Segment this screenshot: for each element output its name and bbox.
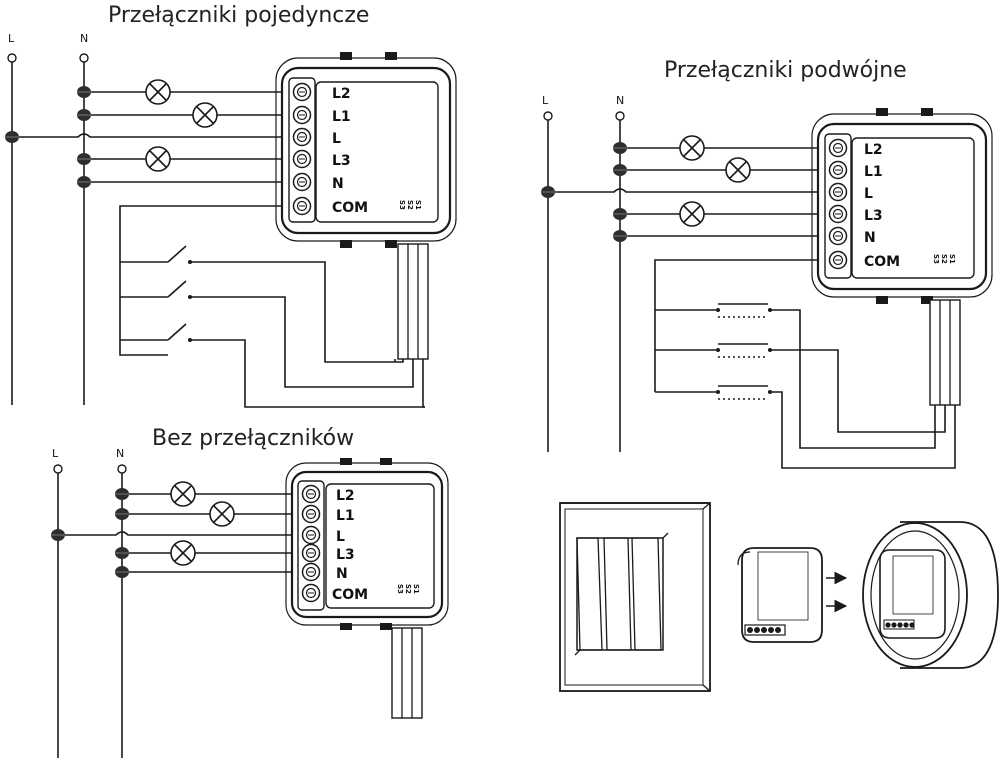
wall-box-illustration [862,521,999,669]
rail-label-n: N [80,32,88,45]
diagram-single-switches: Przełączniki pojedyncze L N [4,3,457,408]
junction-dot [612,163,628,177]
bulb-icon [725,157,751,183]
switch-contact [120,323,425,408]
junction-dot [4,130,20,144]
rail-label-n: N [116,447,124,460]
bulb-icon [679,135,705,161]
wall-switch-illustration [559,502,711,692]
switch-input-label: S2 [404,584,412,594]
rail-terminal-l [53,464,63,474]
rail-label-l: L [52,447,59,460]
terminal-label: L2 [864,142,883,158]
switch-input-label: S3 [396,584,404,594]
bulb-icon [679,201,705,227]
installation-illustration [559,502,999,692]
junction-dot [114,565,130,579]
rail-terminal-n [615,111,625,121]
switch-input-label: S1 [948,254,956,264]
bulb-icon [209,501,235,527]
terminal-label: COM [332,200,368,216]
terminal-label: COM [864,254,900,270]
rail-label-l: L [8,32,15,45]
junction-dot [50,528,66,542]
rail-label-n: N [616,94,624,107]
junction-dot [612,229,628,243]
diagram-title-single: Przełączniki pojedyncze [108,3,369,28]
relay-module: L2 L1 L L3 N COM S3 S2 S1 [285,458,449,719]
bulb-icon [145,146,171,172]
terminal-label: L3 [864,208,883,224]
bulb-icon [145,79,171,105]
junction-dot [114,546,130,560]
switch-input-label: S3 [398,200,406,210]
bulb-icon [170,540,196,566]
terminal-label: L3 [336,547,355,563]
diagram-title-double: Przełączniki podwójne [664,58,907,83]
junction-dot [76,108,92,122]
switch-input-label: S1 [412,584,420,594]
switch-input-label: S3 [932,254,940,264]
rail-terminal-n [79,53,89,63]
terminal-label: L1 [864,164,883,180]
junction-dot [76,85,92,99]
terminal-label: L3 [332,153,351,169]
junction-dot [76,175,92,189]
switch-contact [655,385,956,469]
rail-label-l: L [542,94,549,107]
terminal-label: L1 [336,508,355,524]
switch-contact [655,343,946,433]
junction-dot [612,141,628,155]
switch-input-label: S2 [406,200,414,210]
switch-input-label: S1 [414,200,422,210]
junction-dot [76,152,92,166]
terminal-label: N [864,230,876,246]
relay-module-illustration [737,547,823,643]
rail-terminal-n [117,464,127,474]
junction-dot [540,185,556,199]
terminal-label: L [864,186,873,202]
junction-dot [114,487,130,501]
junction-dot [612,207,628,221]
terminal-label: L1 [332,109,351,125]
rail-terminal-l [7,53,17,63]
diagram-no-switches: Bez przełączników L N [50,426,449,758]
relay-module: L2 L1 L L3 N COM S3 S2 S1 [811,108,993,406]
terminal-label: N [332,176,344,192]
bulb-icon [192,102,218,128]
rail-terminal-l [543,111,553,121]
junction-dot [114,507,130,521]
terminal-label: COM [332,587,368,603]
terminal-label: L [332,131,341,147]
diagram-title-none: Bez przełączników [152,426,354,451]
terminal-label: L [336,529,345,545]
relay-module: L2 L1 L L3 N COM S3 S2 S1 [275,52,457,408]
terminal-label: N [336,566,348,582]
terminal-label: L2 [332,86,351,102]
switch-contact [120,245,395,363]
terminal-label: L2 [336,488,355,504]
diagram-double-switches: Przełączniki podwójne L N [540,58,993,469]
switch-contact [655,303,936,449]
switch-contact [120,280,410,388]
switch-input-label: S2 [940,254,948,264]
bulb-icon [170,481,196,507]
